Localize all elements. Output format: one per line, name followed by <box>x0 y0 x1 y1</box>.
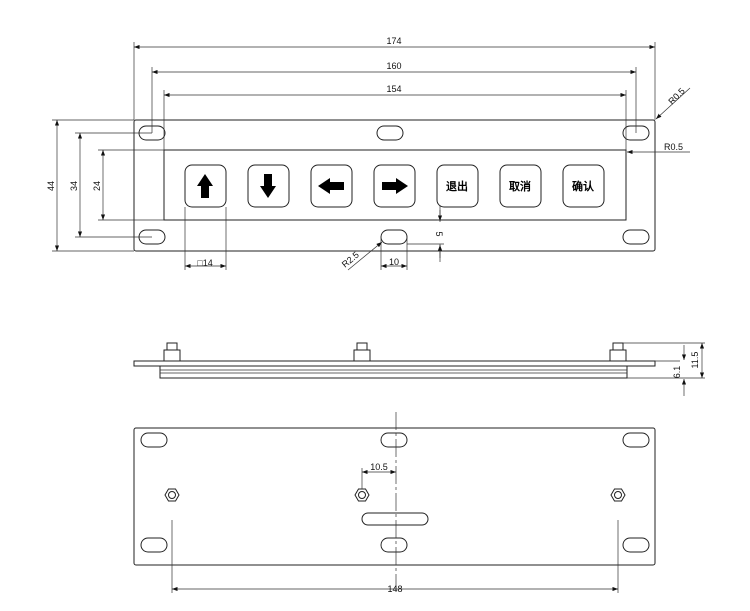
studs <box>163 342 627 362</box>
dim-r05-outer: R0.5 <box>666 86 687 107</box>
front-view: 退出 取消 确认 174 160 154 44 34 <box>46 36 691 271</box>
keypad-window <box>163 149 627 221</box>
key-confirm-label: 确认 <box>572 179 595 193</box>
arrow-up-icon <box>197 174 213 198</box>
dim-11-5: 11.5 <box>690 352 700 369</box>
hex-nuts <box>164 488 626 502</box>
side-body <box>159 365 628 379</box>
dim-key-14: □14 <box>197 258 212 268</box>
side-view: 11.5 6.1 <box>133 342 705 396</box>
dim-44: 44 <box>46 181 56 191</box>
key-down <box>247 164 290 208</box>
dim-r05-inner: R0.5 <box>664 142 683 152</box>
dim-10-5: 10.5 <box>370 462 388 472</box>
dim-10: 10 <box>389 257 399 267</box>
arrow-right-icon <box>382 178 408 194</box>
side-dimensions: 11.5 6.1 <box>623 342 705 396</box>
dim-174: 174 <box>386 36 401 46</box>
dim-160: 160 <box>386 61 401 71</box>
key-left <box>310 164 353 208</box>
key-cancel-label: 取消 <box>509 179 531 193</box>
dim-6-1: 6.1 <box>672 366 682 379</box>
dim-34: 34 <box>69 181 79 191</box>
key-right <box>373 164 416 208</box>
arrow-down-icon <box>260 174 276 198</box>
back-view: 10.5 148 <box>133 412 656 594</box>
keys: 退出 取消 确认 <box>184 164 605 208</box>
key-cancel: 取消 <box>499 164 542 208</box>
dim-5: 5 <box>434 231 444 236</box>
back-plate-outline <box>133 427 656 566</box>
key-up <box>184 164 227 208</box>
arrow-left-icon <box>318 178 344 194</box>
key-confirm: 确认 <box>562 164 605 208</box>
dim-148: 148 <box>387 584 402 594</box>
dim-24: 24 <box>92 181 102 191</box>
front-dimensions: 174 160 154 44 34 24 R0.5 R0.5 □14 10 <box>46 36 691 271</box>
side-plate <box>133 360 656 367</box>
dim-154: 154 <box>386 84 401 94</box>
key-exit-label: 退出 <box>446 179 468 193</box>
back-dimensions: 10.5 148 <box>171 462 619 594</box>
dim-r25: R2.5 <box>340 250 361 270</box>
back-slots <box>140 432 650 553</box>
front-plate-outline <box>133 119 656 252</box>
key-exit: 退出 <box>436 164 479 208</box>
